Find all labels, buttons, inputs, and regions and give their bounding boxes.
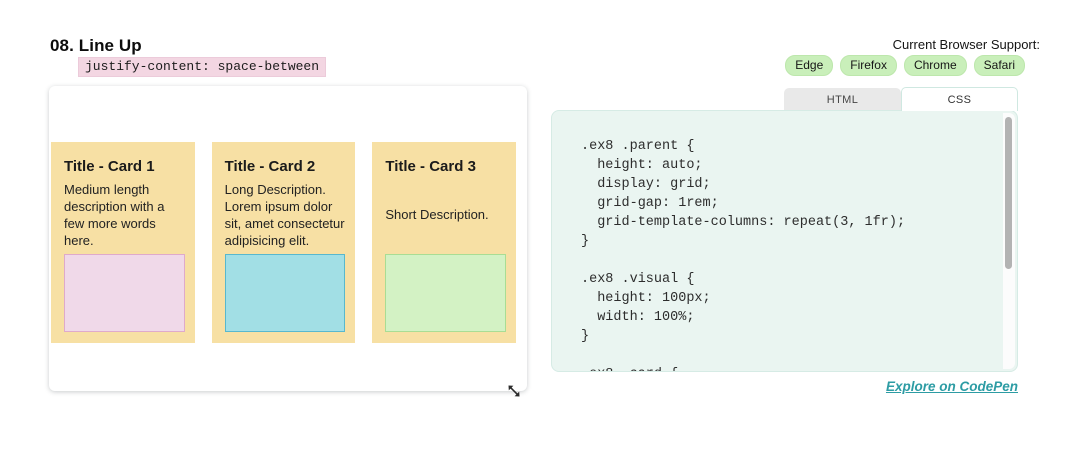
demo-panel: Title - Card 1 Medium length description… (49, 86, 527, 397)
card-description: Long Description. Lorem ipsum dolor sit,… (224, 181, 345, 248)
card-description-area: Long Description. Lorem ipsum dolor sit,… (225, 175, 346, 254)
badge-chrome: Chrome (903, 55, 967, 76)
card-visual-green (385, 254, 506, 332)
scrollbar-track[interactable] (1003, 113, 1015, 369)
card-title: Title - Card 3 (385, 158, 476, 175)
page-title: 08. Line Up (50, 36, 142, 55)
card-description-area: Short Description. (385, 175, 506, 254)
card-description: Medium length description with a few mor… (64, 181, 165, 248)
scrollbar-thumb[interactable] (1005, 117, 1012, 269)
card-2: Title - Card 2 Long Description. Lorem i… (211, 142, 356, 343)
card-title: Title - Card 1 (64, 158, 155, 175)
card-description-area: Medium length description with a few mor… (64, 175, 185, 254)
browser-support-label: Current Browser Support: (892, 37, 1040, 52)
card-3: Title - Card 3 Short Description. (372, 142, 516, 343)
card-visual-teal (224, 254, 346, 332)
resize-handle-icon[interactable] (507, 384, 521, 398)
tab-css[interactable]: CSS (901, 87, 1018, 111)
tab-html[interactable]: HTML (784, 88, 901, 111)
badge-safari: Safari (973, 55, 1025, 76)
property-snippet: justify-content: space-between (78, 57, 327, 77)
css-code-block: .ex8 .parent { height: auto; display: gr… (581, 139, 906, 371)
card-1: Title - Card 1 Medium length description… (51, 142, 195, 343)
browser-support-badges: Edge Firefox Chrome Safari (785, 55, 1025, 76)
card-visual-pink (64, 254, 185, 332)
card-description: Short Description. (385, 207, 489, 222)
badge-edge: Edge (785, 55, 834, 76)
badge-firefox: Firefox (840, 55, 897, 76)
codepen-link[interactable]: Explore on CodePen (885, 379, 1018, 394)
cards-grid: Title - Card 1 Medium length description… (51, 142, 516, 343)
code-panel: .ex8 .parent { height: auto; display: gr… (551, 110, 1018, 372)
card-title: Title - Card 2 (224, 158, 316, 175)
